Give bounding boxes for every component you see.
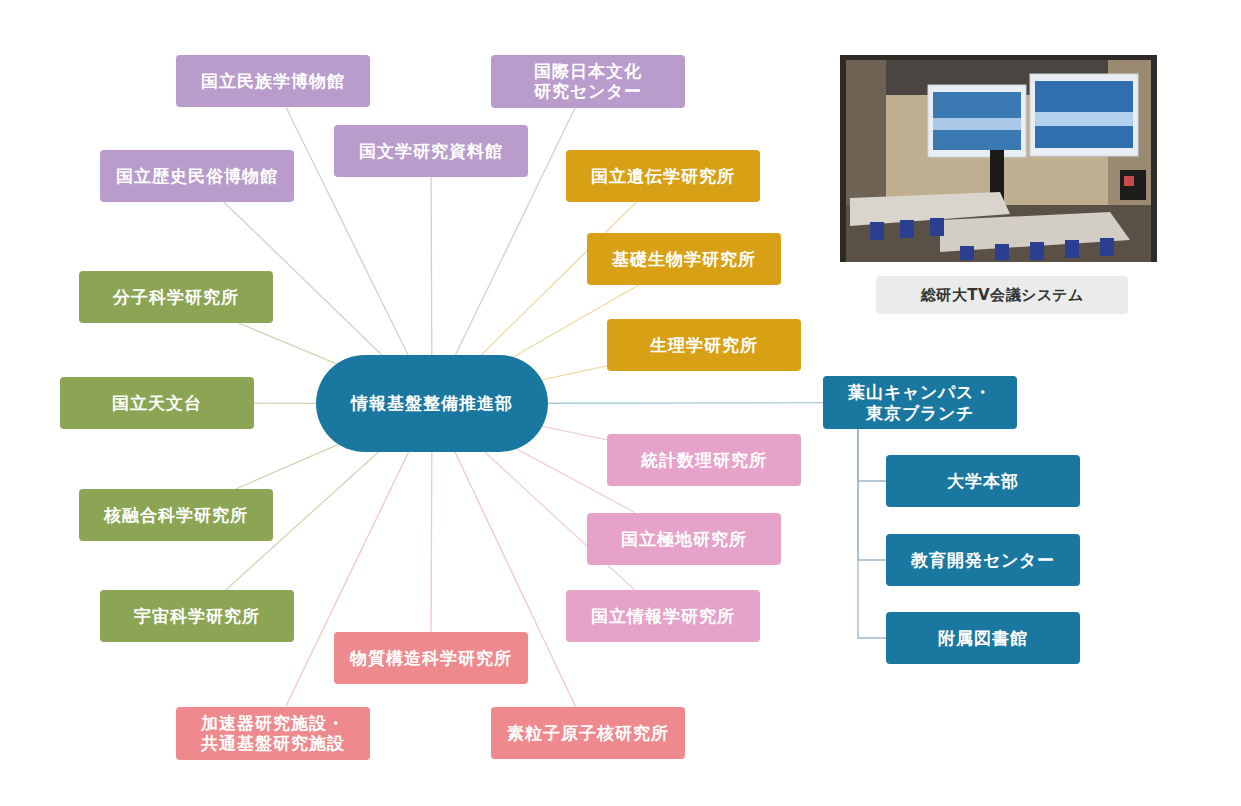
connector-line	[430, 177, 432, 355]
connector-line	[430, 452, 432, 632]
node-label: 国立民族学博物館	[201, 71, 345, 91]
node-label: 統計数理研究所	[641, 450, 767, 470]
institute-box: 国立情報学研究所	[566, 590, 760, 642]
node-label: 情報基盤整備推進部	[351, 393, 513, 413]
node-label: 国立天文台	[112, 393, 202, 413]
node-label: 大学本部	[947, 471, 1019, 491]
institute-box: 国際日本文化 研究センター	[491, 55, 685, 108]
connector-line	[238, 323, 336, 364]
institute-box: 国立遺伝学研究所	[566, 150, 760, 202]
institute-box: 統計数理研究所	[607, 434, 801, 486]
institute-box: 核融合科学研究所	[79, 489, 273, 541]
office-box: 附属図書館	[886, 612, 1080, 664]
node-label: 総研大TV会議システム	[921, 286, 1083, 304]
node-label: 加速器研究施設・ 共通基盤研究施設	[186, 713, 360, 754]
office-box: 大学本部	[886, 455, 1080, 507]
connector-line	[858, 429, 886, 481]
node-label: 附属図書館	[938, 628, 1028, 648]
office-box: 教育開発センター	[886, 534, 1080, 586]
node-label: 国立情報学研究所	[591, 606, 735, 626]
connector-line	[548, 402, 823, 404]
node-label: 核融合科学研究所	[104, 505, 248, 525]
institute-box: 生理学研究所	[607, 319, 801, 371]
campus-box: 葉山キャンパス・ 東京ブランチ	[823, 376, 1017, 429]
connector-line	[542, 366, 607, 380]
node-label: 素粒子原子核研究所	[507, 723, 669, 743]
institute-box: 加速器研究施設・ 共通基盤研究施設	[176, 707, 370, 760]
institute-box: 国文学研究資料館	[334, 125, 528, 177]
institute-box: 国立歴史民俗博物館	[100, 150, 294, 202]
photo-caption: 総研大TV会議システム	[876, 276, 1128, 314]
institute-box: 素粒子原子核研究所	[491, 707, 685, 759]
node-label: 葉山キャンパス・ 東京ブランチ	[833, 382, 1007, 423]
institute-box: 分子科学研究所	[79, 271, 273, 323]
institute-box: 宇宙科学研究所	[100, 590, 294, 642]
institute-box: 国立天文台	[60, 377, 254, 429]
connector-line	[858, 429, 886, 560]
institute-box: 国立極地研究所	[587, 513, 781, 565]
institute-box: 国立民族学博物館	[176, 55, 370, 107]
node-label: 基礎生物学研究所	[612, 249, 756, 269]
connector-line	[858, 429, 886, 638]
node-label: 生理学研究所	[650, 335, 758, 355]
node-label: 分子科学研究所	[113, 287, 239, 307]
node-label: 教育開発センター	[911, 550, 1055, 570]
institute-box: 基礎生物学研究所	[587, 233, 781, 285]
connector-line	[254, 403, 316, 404]
node-label: 宇宙科学研究所	[134, 606, 260, 626]
node-label: 国立極地研究所	[621, 529, 747, 549]
node-label: 国際日本文化 研究センター	[501, 61, 675, 102]
node-label: 国立遺伝学研究所	[591, 166, 735, 186]
connector-line	[236, 444, 339, 489]
connector-line	[542, 426, 607, 439]
node-label: 国立歴史民俗博物館	[116, 166, 278, 186]
node-label: 物質構造科学研究所	[350, 648, 512, 668]
hub-box: 情報基盤整備推進部	[316, 355, 548, 452]
node-label: 国文学研究資料館	[359, 141, 503, 161]
institute-box: 物質構造科学研究所	[334, 632, 528, 684]
